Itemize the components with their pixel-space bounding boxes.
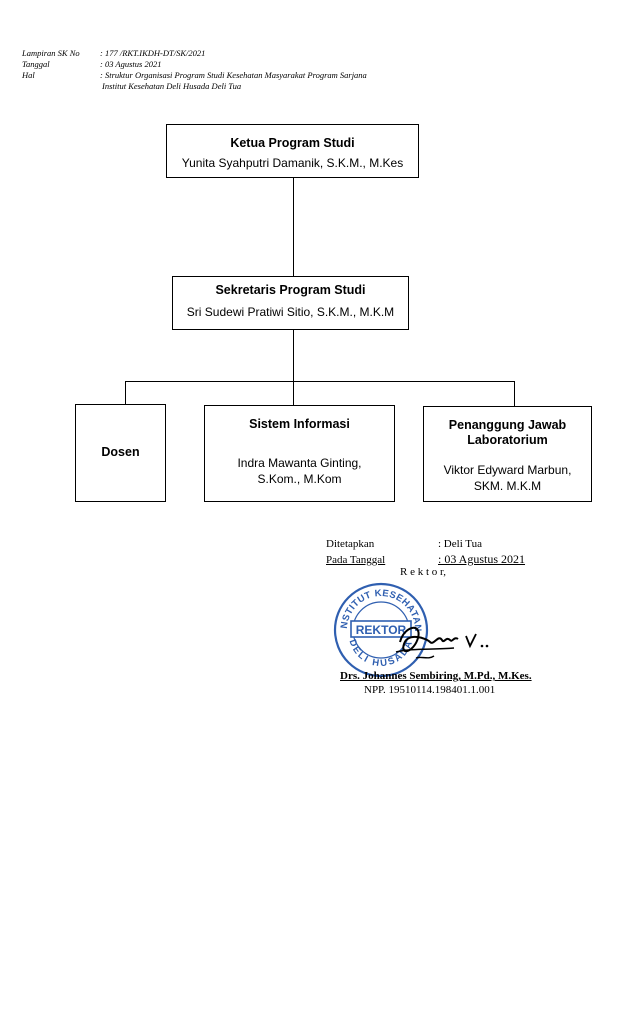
tanggal-label: Pada Tanggal <box>326 554 386 566</box>
rektor-stamp: INSTITUT KESEHATAN DELI HUSADA REKTOR <box>331 580 429 678</box>
header-row-lampiran: Lampiran SK No : 177 /RKT.IKDH-DT/SK/202… <box>22 48 367 59</box>
header-label: Tanggal <box>22 59 50 69</box>
header-value: : 177 /RKT.IKDH-DT/SK/2021 <box>100 48 206 58</box>
box-title: Sistem Informasi <box>249 417 350 431</box>
document-header: Lampiran SK No : 177 /RKT.IKDH-DT/SK/202… <box>22 48 367 92</box>
header-continuation: Institut Kesehatan Deli Husada Deli Tua <box>102 81 242 91</box>
connector-dosen <box>125 381 126 405</box>
connector-horizontal <box>125 381 515 382</box>
box-name: Yunita Syahputri Damanik, S.K.M., M.Kes <box>181 156 404 170</box>
header-value: : 03 Agustus 2021 <box>100 59 162 69</box>
rektor-label: R e k t o r, <box>400 566 446 578</box>
box-sekretaris: Sekretaris Program Studi Sri Sudewi Prat… <box>172 276 409 330</box>
connector-lab <box>514 381 515 407</box>
box-name: Viktor Edyward Marbun, SKM. M.K.M <box>443 463 572 493</box>
box-ketua: Ketua Program Studi Yunita Syahputri Dam… <box>166 124 419 178</box>
ditetapkan-value: : Deli Tua <box>438 538 483 550</box>
box-title: Penanggung Jawab Laboratorium <box>448 418 567 447</box>
header-row-tanggal: Tanggal : 03 Agustus 2021 <box>22 59 367 70</box>
header-label: Hal <box>22 70 35 80</box>
tanggal-value: : 03 Agustus 2021 <box>438 552 526 566</box>
stamp-center-text: REKTOR <box>356 623 407 637</box>
box-title: Ketua Program Studi <box>230 136 355 150</box>
ditetapkan-label: Ditetapkan <box>326 538 375 550</box>
connector-sistem <box>293 381 294 405</box>
box-dosen: Dosen <box>75 404 166 502</box>
signatory-name: Drs. Johannes Sembiring, M.Pd., M.Kes. <box>340 670 532 682</box>
box-sistem-informasi: Sistem Informasi Indra Mawanta Ginting, … <box>204 405 395 502</box>
header-value: : Struktur Organisasi Program Studi Kese… <box>100 70 367 80</box>
header-label: Lampiran SK No <box>22 48 80 58</box>
handwritten-signature <box>395 627 489 659</box>
box-title: Dosen <box>101 445 140 459</box>
box-title: Sekretaris Program Studi <box>215 283 366 297</box>
box-name: Sri Sudewi Pratiwi Sitio, S.K.M., M.K.M <box>186 305 395 319</box>
header-row-hal: Hal : Struktur Organisasi Program Studi … <box>22 70 367 81</box>
box-name: Indra Mawanta Ginting, S.Kom., M.Kom <box>237 456 362 486</box>
stamp-outer-ring <box>333 582 429 678</box>
connector-sekretaris-down <box>293 330 294 382</box>
signatory-npp: NPP. 19510114.198401.1.001 <box>364 684 496 696</box>
connector-ketua-sekretaris <box>293 177 294 277</box>
box-laboratorium: Penanggung Jawab Laboratorium Viktor Edy… <box>423 406 592 502</box>
